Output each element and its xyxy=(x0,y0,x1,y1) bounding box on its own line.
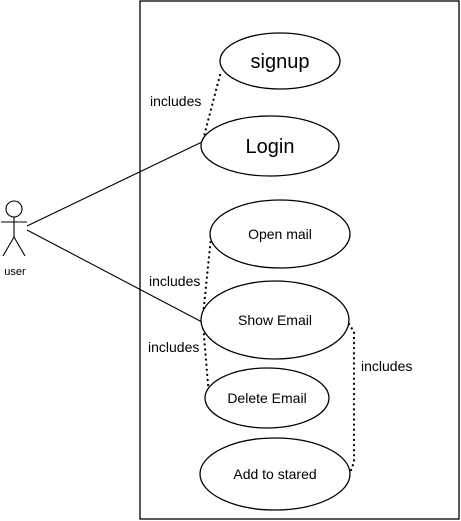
use-case-delete-email[interactable]: Delete Email xyxy=(204,367,330,429)
delete-email-ellipse xyxy=(204,367,330,429)
add-to-stared-label: Add to stared xyxy=(233,466,316,482)
association-user-show-email xyxy=(26,229,203,323)
signup-ellipse xyxy=(219,32,341,90)
actor-label: user xyxy=(4,266,26,278)
include-edge-openmail-showemail xyxy=(201,235,213,318)
signup-label: signup xyxy=(251,51,310,73)
system-boundary xyxy=(139,0,460,520)
add-to-stared-ellipse xyxy=(199,437,351,511)
actor-left-leg xyxy=(2,236,15,257)
open-mail-ellipse xyxy=(209,199,351,269)
login-label: Login xyxy=(246,136,295,158)
login-ellipse xyxy=(200,115,340,177)
open-mail-label: Open mail xyxy=(248,226,312,242)
includes-label-openmail-showemail: includes xyxy=(149,273,200,289)
user-actor[interactable]: user xyxy=(1,200,27,278)
actor-right-leg xyxy=(13,236,26,257)
includes-label-showemail-deleteemail: includes xyxy=(148,339,199,355)
use-case-show-email[interactable]: Show Email xyxy=(200,280,350,360)
includes-label-showemail-addtostared: includes xyxy=(361,358,412,374)
includes-label-signup-login: includes xyxy=(150,93,201,109)
actor-head xyxy=(5,200,23,218)
include-edge-showemail-deleteemail xyxy=(201,322,211,398)
association-user-login xyxy=(26,140,205,227)
use-case-login[interactable]: Login xyxy=(200,115,340,177)
use-case-add-to-stared[interactable]: Add to stared xyxy=(199,437,351,511)
include-edge-showemail-addtostared xyxy=(347,322,356,475)
use-case-open-mail[interactable]: Open mail xyxy=(209,199,351,269)
use-case-signup[interactable]: signup xyxy=(219,32,341,90)
show-email-ellipse xyxy=(200,280,350,360)
include-edge-signup-login xyxy=(201,73,222,142)
show-email-label: Show Email xyxy=(238,312,312,328)
delete-email-label: Delete Email xyxy=(227,390,306,406)
